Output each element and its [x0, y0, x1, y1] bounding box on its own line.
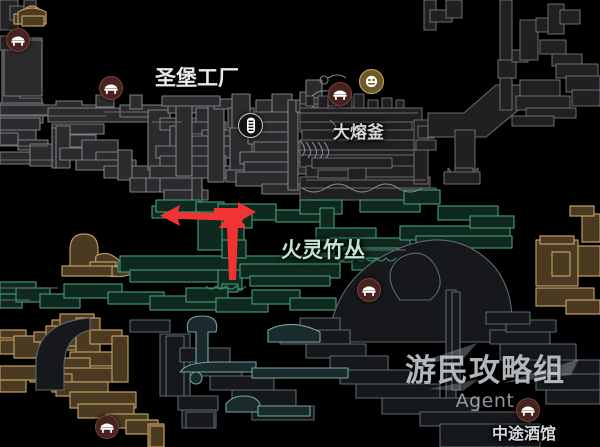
- map-rooms-brown: [0, 5, 600, 447]
- bench-marker-bottom-left[interactable]: [95, 415, 119, 439]
- bench-icon: [100, 423, 114, 433]
- bench-icon: [521, 406, 535, 416]
- lift-icon: [246, 117, 255, 134]
- bench-marker-bamboo[interactable]: [357, 278, 381, 302]
- map-rooms-grey: [0, 37, 323, 203]
- bench-icon: [362, 286, 376, 296]
- arrow-up: [219, 208, 246, 280]
- map-green-edges: [205, 257, 397, 290]
- bench-icon: [104, 84, 118, 94]
- bench-icon: [333, 90, 347, 100]
- grub-marker-crucible[interactable]: [359, 69, 384, 94]
- map-machinery: [299, 74, 423, 193]
- map-detail-teal: [179, 315, 349, 417]
- lift-marker-factory[interactable]: [238, 113, 263, 138]
- bench-marker-tavern[interactable]: [516, 398, 540, 422]
- grub-icon: [365, 75, 378, 88]
- bench-marker-crucible[interactable]: [328, 82, 352, 106]
- map-corridors: [0, 111, 426, 301]
- bench-marker-top-left[interactable]: [6, 28, 30, 52]
- map-rooms-dark: [299, 0, 600, 201]
- arrow-left: [160, 205, 243, 226]
- bench-icon: [11, 36, 25, 46]
- bench-marker-factory[interactable]: [99, 76, 123, 100]
